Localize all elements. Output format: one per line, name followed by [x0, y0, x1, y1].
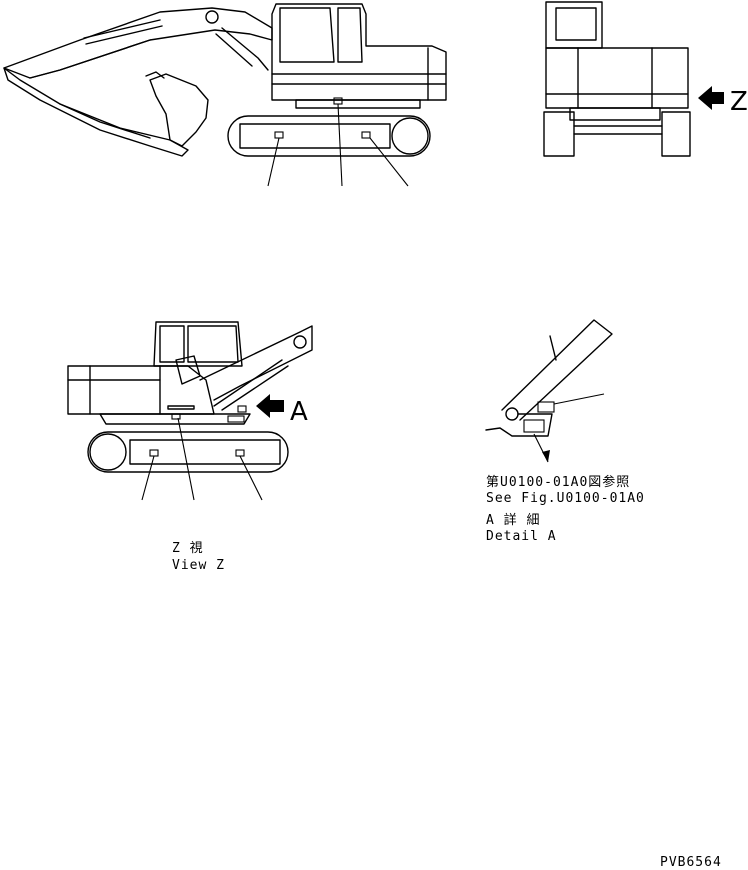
view-z-arrow-label: Z [730, 87, 748, 117]
see-fig-caption-en: See Fig.U0100-01A0 [486, 491, 645, 506]
drawing-number: PVB6564 [660, 855, 722, 870]
excavator-rear-view: Z [543, 1, 748, 157]
excavator-other-side-view: A [67, 321, 313, 501]
see-fig-caption-jp: 第U0100-01A0図参照 [486, 474, 630, 490]
view-a-arrow-icon [256, 394, 284, 418]
view-z-caption-en: View Z [172, 558, 225, 573]
excavator-side-view [3, 3, 447, 187]
detail-a-view [485, 319, 613, 463]
view-z-arrow-icon [698, 86, 724, 110]
view-a-arrow-label: A [290, 397, 308, 427]
view-z-caption-jp: Z 視 [172, 541, 204, 556]
detail-a-caption-jp: A 詳 細 [486, 512, 540, 528]
detail-a-caption-en: Detail A [486, 529, 557, 544]
